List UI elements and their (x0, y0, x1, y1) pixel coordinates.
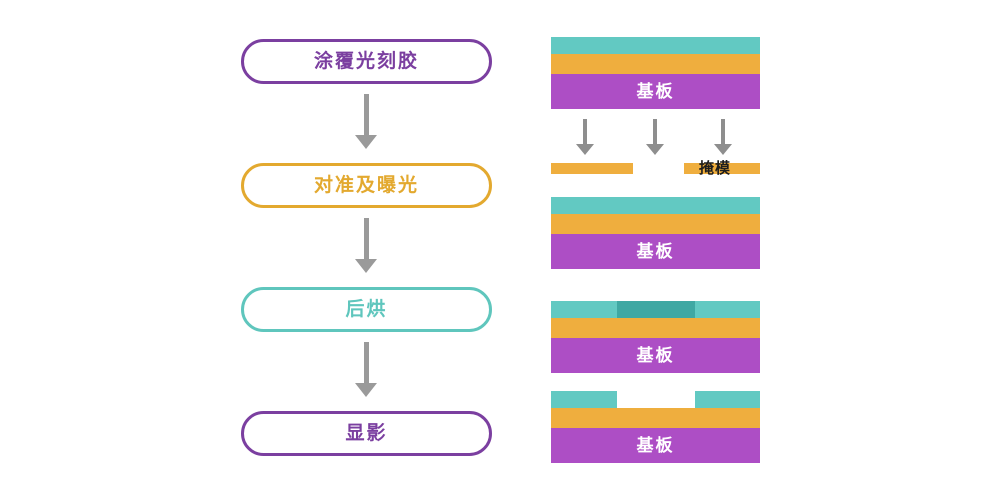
flow-step-develop-label: 显影 (345, 423, 388, 444)
connector-3-stem (364, 342, 369, 383)
exposure-arrow-3-stem (721, 119, 725, 144)
stack-aligned: 基板 (551, 197, 760, 269)
connector-3-arrowhead (355, 383, 377, 397)
stack-developed: 基板 (551, 391, 760, 463)
flow-step-expose-label: 对准及曝光 (313, 175, 419, 196)
flow-step-coat[interactable]: 涂覆光刻胶 (241, 39, 492, 84)
stack-exposed: 基板 (551, 301, 760, 373)
stack-developed-resist-left (551, 391, 617, 408)
exposure-arrow-2-arrowhead (646, 144, 664, 155)
connector-2-stem (364, 218, 369, 259)
exposure-arrow-3-arrowhead (714, 144, 732, 155)
exposure-arrow-1 (576, 119, 594, 155)
stack-developed-oxide-layer (551, 408, 760, 428)
connector-1-stem (364, 94, 369, 135)
connector-1-arrowhead (355, 135, 377, 149)
flow-step-expose[interactable]: 对准及曝光 (241, 163, 492, 208)
stack-aligned-substrate-layer (551, 234, 760, 269)
stack-coated: 基板 (551, 37, 760, 109)
connector-1 (353, 94, 379, 149)
mask-bar-right (684, 163, 760, 174)
stack-coated-substrate-layer (551, 74, 760, 109)
stack-coated-resist-layer (551, 37, 760, 54)
flow-step-postbake-label: 后烘 (345, 299, 388, 320)
stack-coated-oxide-layer (551, 54, 760, 74)
mask-label: 掩模 (699, 160, 732, 177)
flow-step-coat-label: 涂覆光刻胶 (313, 51, 419, 72)
connector-3 (353, 342, 379, 397)
stack-exposed-exposed-region (617, 301, 695, 318)
exposure-arrow-1-arrowhead (576, 144, 594, 155)
stack-developed-substrate-layer (551, 428, 760, 463)
flow-step-postbake[interactable]: 后烘 (241, 287, 492, 332)
connector-2-arrowhead (355, 259, 377, 273)
stack-aligned-oxide-layer (551, 214, 760, 234)
stack-developed-resist-right (695, 391, 760, 408)
mask-bar-left (551, 163, 633, 174)
exposure-arrow-1-stem (583, 119, 587, 144)
stack-exposed-substrate-layer (551, 338, 760, 373)
exposure-arrow-2 (646, 119, 664, 155)
exposure-arrow-2-stem (653, 119, 657, 144)
flow-step-develop[interactable]: 显影 (241, 411, 492, 456)
stack-exposed-oxide-layer (551, 318, 760, 338)
stack-aligned-resist-layer (551, 197, 760, 214)
connector-2 (353, 218, 379, 273)
exposure-arrow-3 (714, 119, 732, 155)
